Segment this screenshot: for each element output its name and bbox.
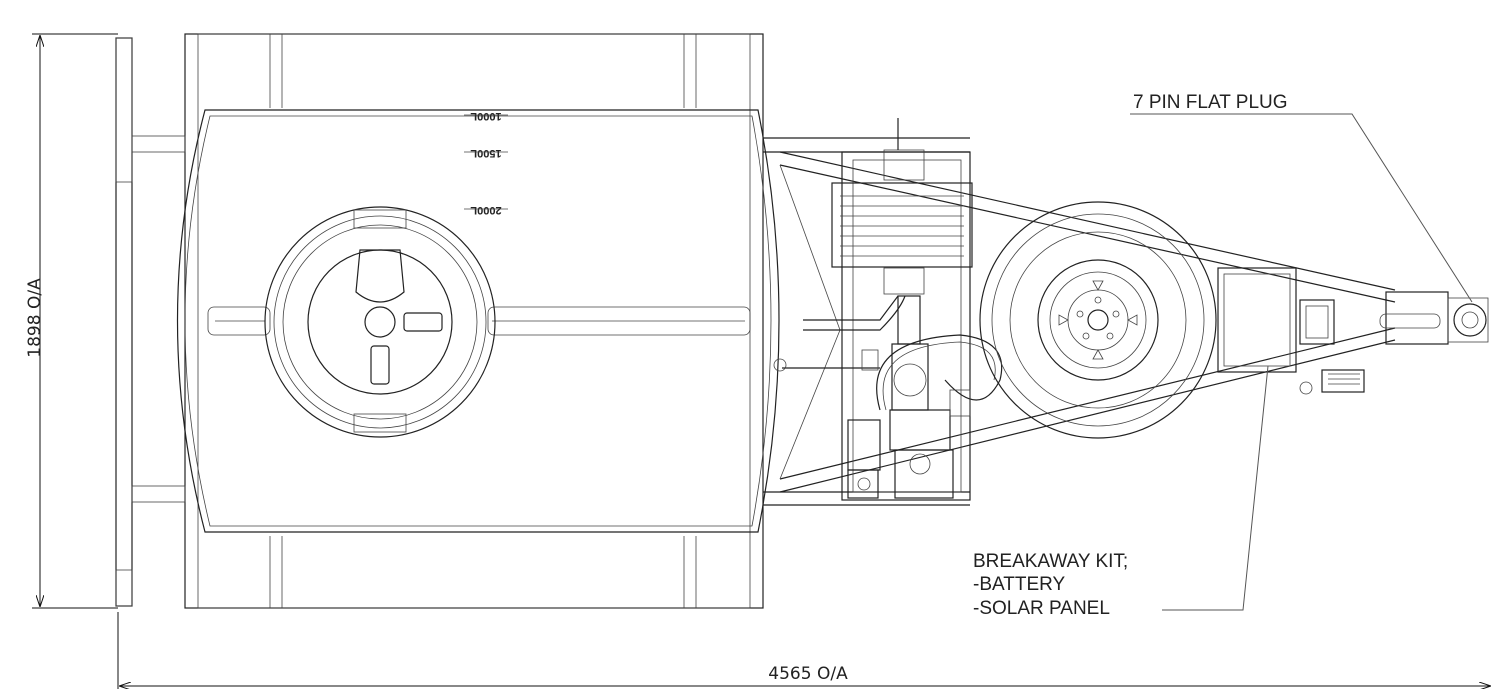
tank-mark-2000: 2000L: [470, 204, 501, 216]
breakaway-label-line2: -BATTERY: [973, 574, 1066, 595]
breakaway-label-line1: BREAKAWAY KIT;: [973, 551, 1128, 572]
hitch-coupling: [1299, 291, 1489, 395]
height-dimension: [32, 33, 118, 609]
breakaway-label-line3: -SOLAR PANEL: [973, 598, 1110, 619]
tank-mark-1000: 1000L: [470, 110, 501, 122]
height-dimension-label: 1898 O/A: [25, 278, 45, 358]
tank-mark-1500: 1500L: [470, 147, 501, 159]
pump-engine: [773, 295, 1003, 499]
hose-reel: [831, 118, 973, 295]
plug-leader-line: [1130, 113, 1473, 303]
plug-label: 7 PIN FLAT PLUG: [1133, 92, 1288, 113]
length-dimension-label: 4565 O/A: [768, 664, 848, 684]
water-tank: 1000L 1500L 2000L: [176, 109, 780, 533]
length-dimension: [117, 612, 1490, 689]
trailer-frame: [115, 33, 1396, 609]
spare-wheel: [979, 201, 1217, 439]
breakaway-box: [1217, 267, 1335, 373]
breakaway-leader-line: [1162, 365, 1269, 611]
